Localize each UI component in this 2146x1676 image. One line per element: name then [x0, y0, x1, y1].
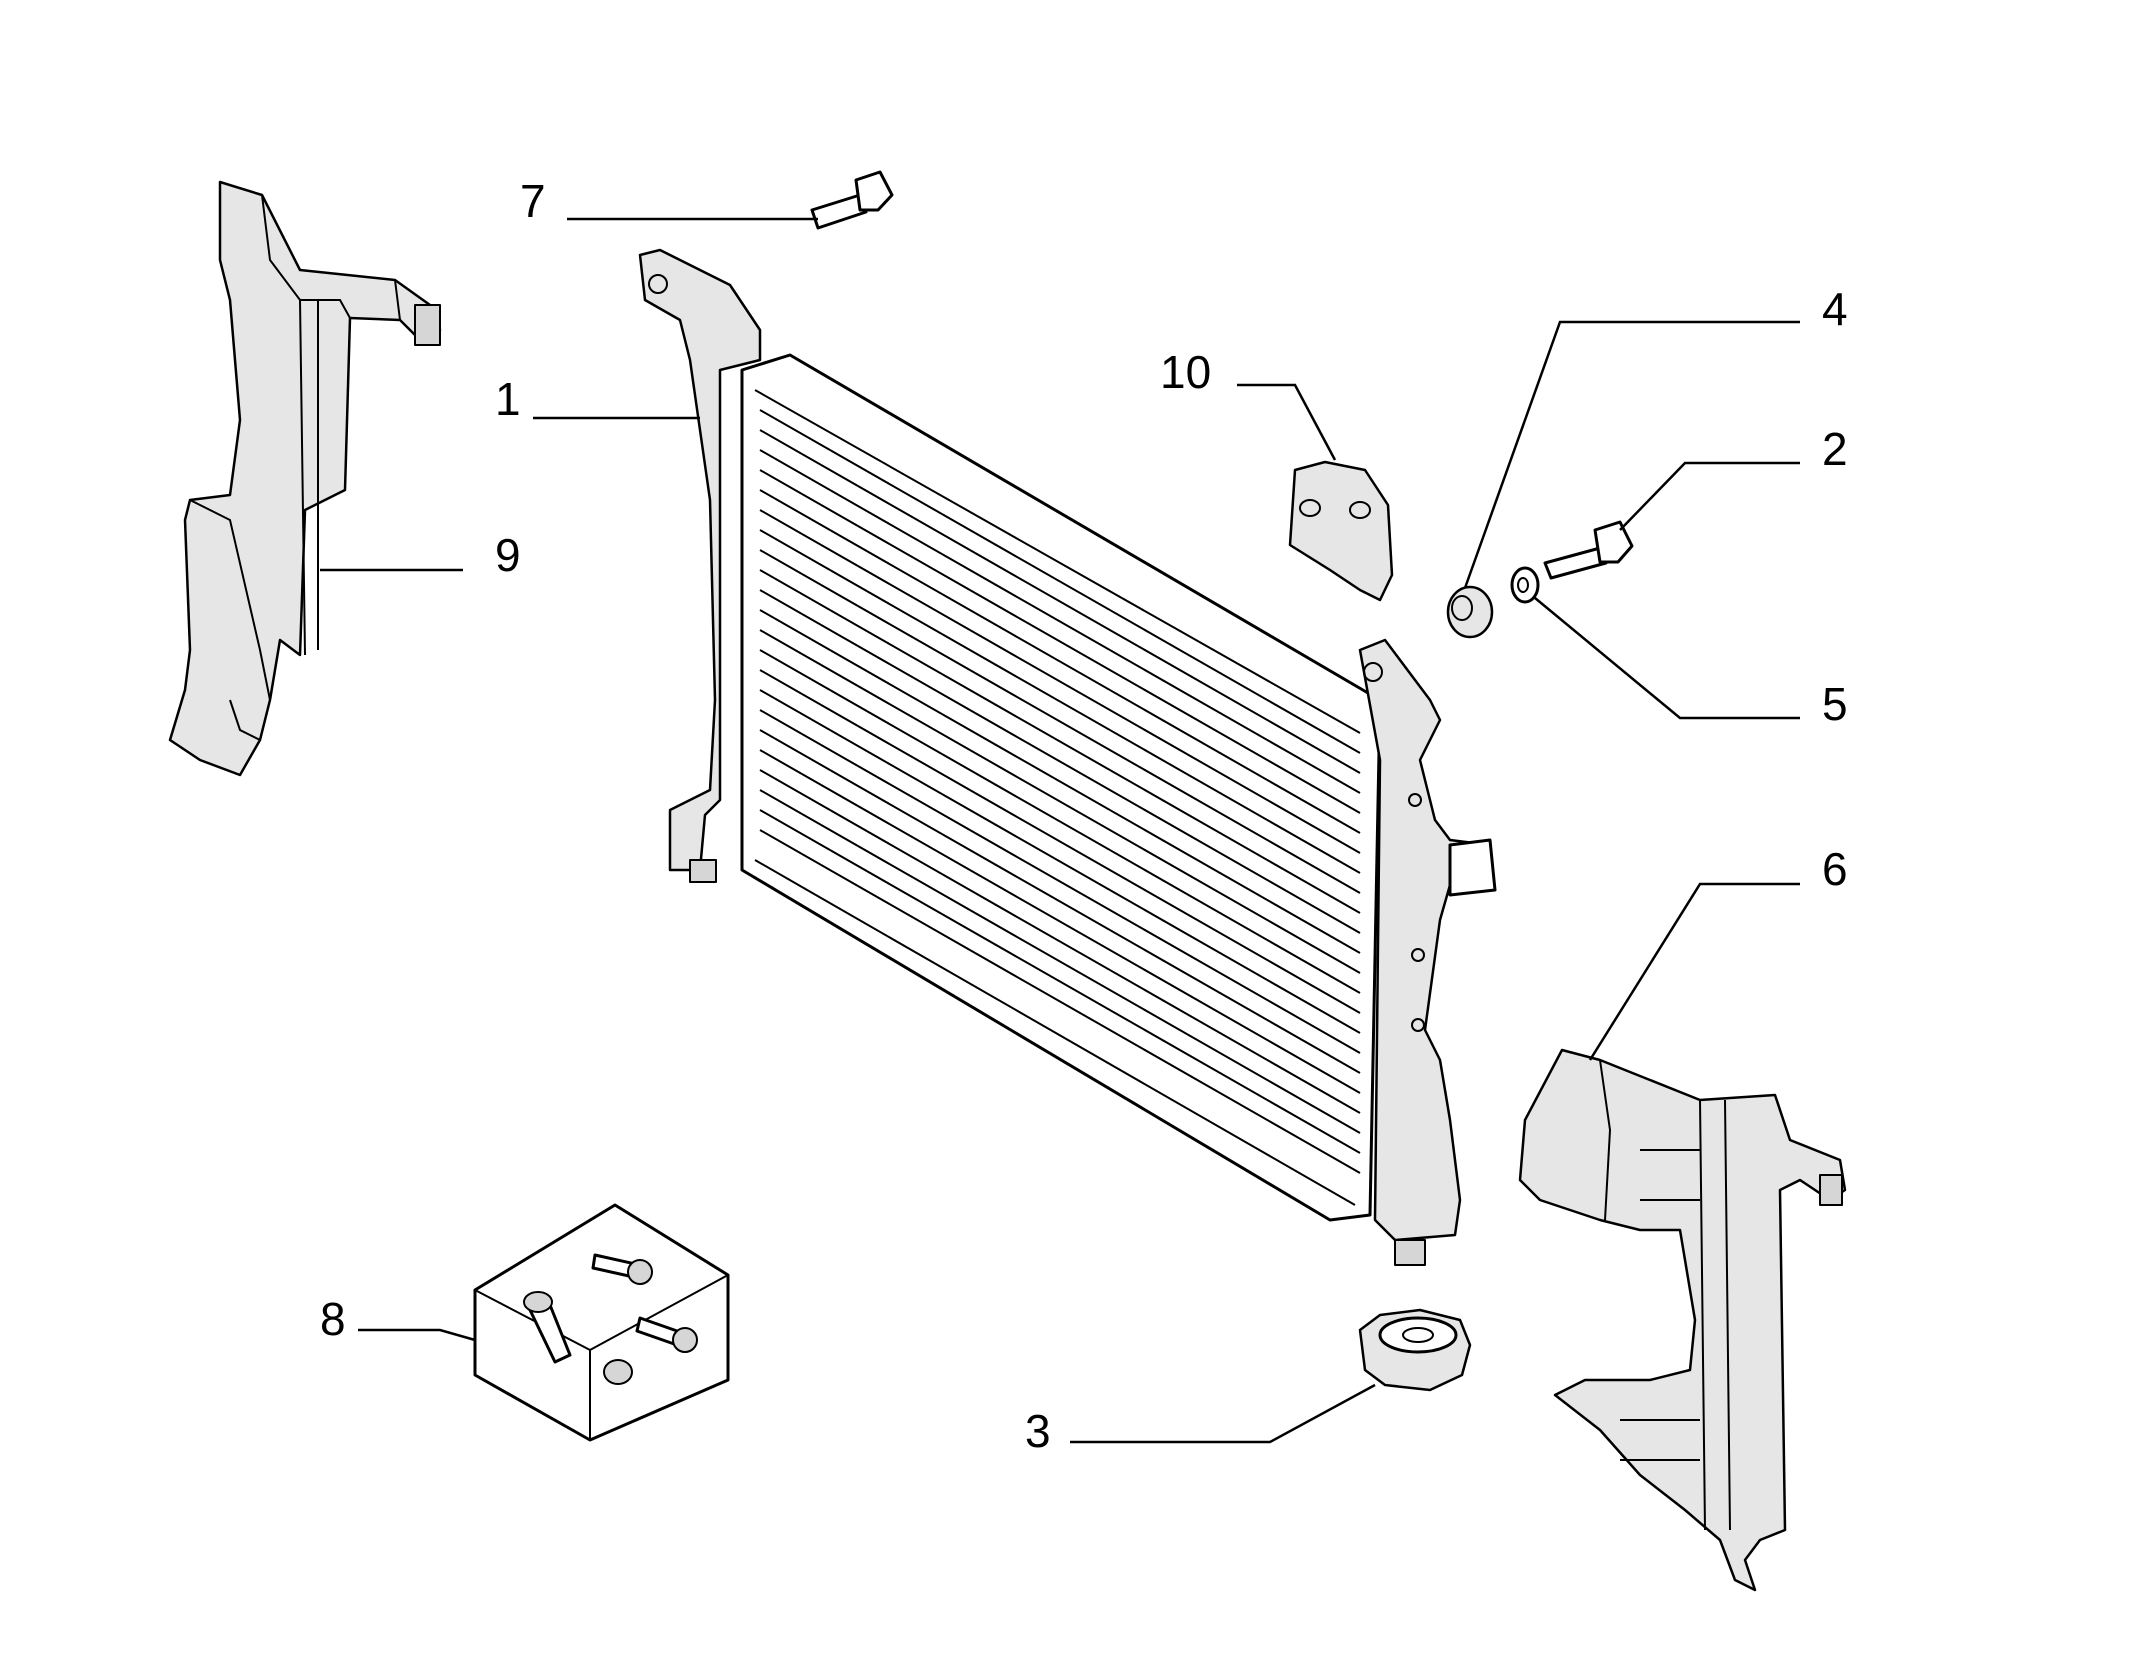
part-10-rubber-pad	[1288, 460, 1394, 602]
leader-2	[1619, 461, 1800, 531]
leader-4	[1463, 320, 1800, 589]
leader-5	[1534, 597, 1800, 720]
callout-1: 1	[495, 373, 521, 425]
callout-8: 8	[320, 1293, 346, 1345]
radiator-core-fins	[759, 409, 1361, 1174]
part-7-bolt	[810, 170, 894, 230]
callout-2: 2	[1822, 423, 1848, 475]
part-3-rubber-mount	[1358, 1308, 1472, 1392]
callout-3: 3	[1025, 1405, 1051, 1457]
part-5-washer	[1510, 566, 1540, 604]
leader-6	[1588, 882, 1800, 1061]
callout-labels: 7 1 9 10 4 2 5 6 3 8	[320, 175, 1848, 1457]
leader-lines	[320, 217, 1800, 1444]
part-2-screw	[1543, 520, 1634, 580]
part-1-radiator	[638, 248, 1497, 1266]
callout-7: 7	[520, 175, 546, 227]
callout-5: 5	[1822, 678, 1848, 730]
callout-9: 9	[495, 529, 521, 581]
part-9-left-air-deflector	[168, 180, 442, 777]
leader-3	[1070, 1383, 1376, 1444]
part-8-fastener-kit	[473, 1203, 730, 1442]
part-4-grommet	[1446, 585, 1494, 639]
callout-10: 10	[1160, 346, 1211, 398]
leader-8	[358, 1328, 476, 1342]
part-6-right-air-deflector	[1518, 1048, 1847, 1592]
leader-10	[1237, 383, 1337, 461]
callout-6: 6	[1822, 843, 1848, 895]
callout-4: 4	[1822, 283, 1848, 335]
